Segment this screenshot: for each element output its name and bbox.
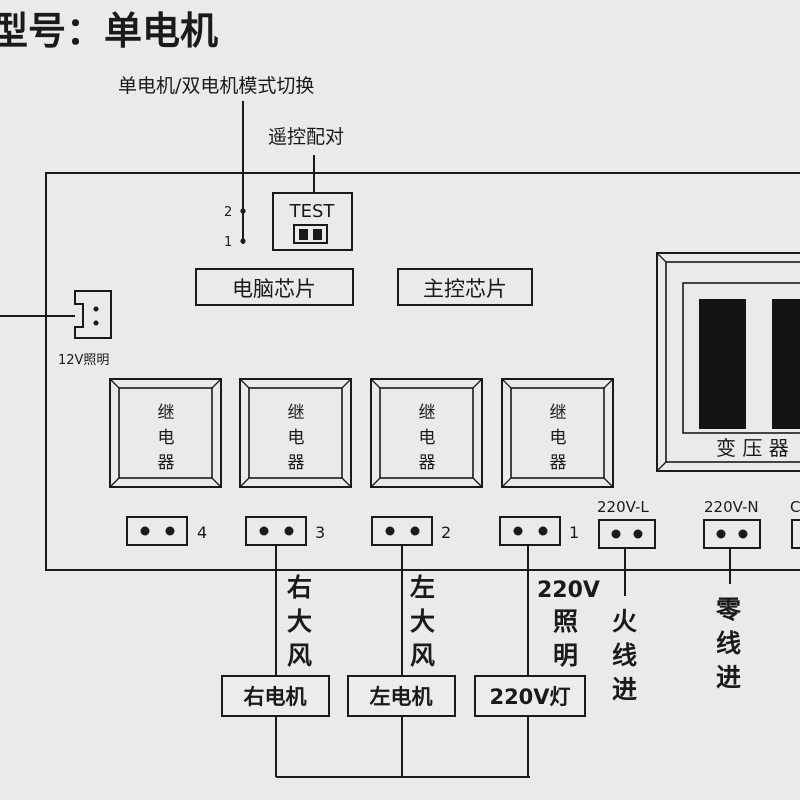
relay-label: 继 <box>550 403 567 423</box>
relay-label: 器 <box>419 453 436 473</box>
svg-text:火: 火 <box>612 607 637 636</box>
switch-pin-1 <box>240 238 246 244</box>
relay-label: 继 <box>419 403 436 423</box>
right-fan-label: 右 大 风 <box>287 573 312 670</box>
relay-1: 继 电 器 <box>501 378 614 488</box>
main-control-chip-label: 主控芯片 <box>423 277 507 301</box>
terminal-number: 3 <box>315 523 325 542</box>
svg-text:220V: 220V <box>537 578 600 603</box>
switch-pin-2 <box>240 208 246 214</box>
terminal-number: 1 <box>569 523 579 542</box>
lighting-12v-connector <box>74 290 112 339</box>
relay-2: 继 电 器 <box>370 378 483 488</box>
terminal-220v-l <box>598 519 656 549</box>
terminal-partial-label: C <box>790 498 800 516</box>
terminal-2 <box>371 516 433 546</box>
relay-label: 继 <box>158 403 175 423</box>
mode-switch-label: 单电机/双电机模式切换 <box>118 75 314 97</box>
svg-text:风: 风 <box>410 641 435 670</box>
terminal-4 <box>126 516 188 546</box>
test-label: TEST <box>289 201 336 222</box>
relay-3: 继 电 器 <box>239 378 352 488</box>
terminal-partial <box>791 519 800 549</box>
relay-label: 电 <box>550 428 567 448</box>
terminal-220v-n <box>703 519 761 549</box>
svg-text:大: 大 <box>410 607 435 636</box>
left-fan-label: 左 大 风 <box>410 573 435 670</box>
pairing-label: 遥控配对 <box>268 126 344 148</box>
relay-label: 器 <box>158 453 175 473</box>
live-in-label: 火 线 进 <box>612 607 637 704</box>
left-motor-box: 左电机 <box>347 675 456 717</box>
terminal-3 <box>245 516 307 546</box>
svg-text:进: 进 <box>716 663 741 692</box>
relay-label: 电 <box>419 428 436 448</box>
page-title: 型号：单电机 <box>0 9 218 53</box>
left-motor-label: 左电机 <box>370 685 433 709</box>
svg-text:明: 明 <box>553 641 578 670</box>
computer-chip-label: 电脑芯片 <box>232 277 316 301</box>
svg-text:右: 右 <box>287 573 312 602</box>
test-button[interactable]: TEST <box>272 192 353 251</box>
terminal-1 <box>499 516 561 546</box>
relay-4: 继 电 器 <box>109 378 222 488</box>
control-board-outline <box>45 172 800 571</box>
right-motor-box: 右电机 <box>221 675 330 717</box>
svg-text:左: 左 <box>410 573 435 602</box>
main-control-chip: 主控芯片 <box>397 268 533 306</box>
computer-chip: 电脑芯片 <box>195 268 354 306</box>
test-button-slot <box>293 224 328 244</box>
svg-text:零: 零 <box>715 595 742 624</box>
transformer-core-left <box>699 299 746 429</box>
lamp-220v-label: 220V灯 <box>489 685 570 709</box>
relay-label: 继 <box>288 403 305 423</box>
transformer-label: 变 压 器 <box>716 436 789 460</box>
switch-pos-1-label: 1 <box>224 235 232 250</box>
relay-label: 器 <box>288 453 305 473</box>
right-motor-label: 右电机 <box>244 685 307 709</box>
relay-label: 电 <box>288 428 305 448</box>
svg-text:风: 风 <box>287 641 312 670</box>
svg-text:线: 线 <box>716 629 741 658</box>
switch-pos-2-label: 2 <box>224 205 232 220</box>
svg-text:线: 线 <box>612 641 637 670</box>
terminal-number: 4 <box>197 523 207 542</box>
lighting-220v-label: 220V 照 明 <box>537 578 600 670</box>
neutral-in-label: 零 线 进 <box>715 595 742 692</box>
terminal-220v-n-label: 220V-N <box>704 498 759 516</box>
svg-text:照: 照 <box>553 607 578 636</box>
transformer: 变 压 器 <box>656 252 800 472</box>
terminal-220v-l-label: 220V-L <box>597 498 649 516</box>
lighting-12v-label: 12V照明 <box>58 353 109 368</box>
terminal-number: 2 <box>441 523 451 542</box>
relay-label: 器 <box>550 453 567 473</box>
svg-text:大: 大 <box>287 607 312 636</box>
lamp-220v-box: 220V灯 <box>474 675 586 717</box>
relay-label: 电 <box>158 428 175 448</box>
svg-text:进: 进 <box>612 675 637 704</box>
transformer-core-right <box>772 299 800 429</box>
